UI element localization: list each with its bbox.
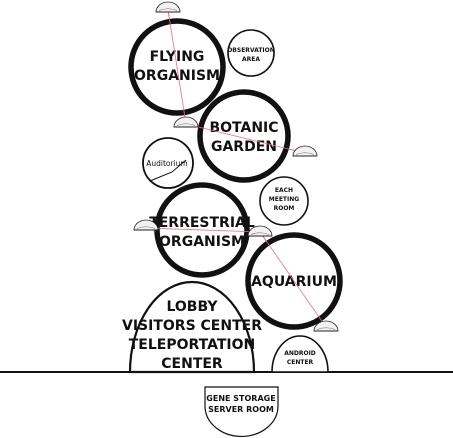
botanic-label-2: GARDEN xyxy=(211,139,277,155)
gene-label-2: SERVER ROOM xyxy=(208,405,274,414)
android-label-1: ANDROID xyxy=(284,350,316,357)
terrestrial-label-2: ORGANISM xyxy=(159,234,245,250)
connector-lines-overlay xyxy=(145,9,327,328)
flying-label-2: ORGANISM xyxy=(134,68,220,84)
aquarium-label: AQUARIUM xyxy=(251,274,337,290)
gene-label-1: GENE STORAGE xyxy=(206,394,275,403)
transport-pod-icon xyxy=(292,145,318,157)
auditorium-label: Auditorium xyxy=(146,159,187,168)
meeting-label-1: EACH xyxy=(275,187,293,194)
gene-storage-room: GENE STORAGE SERVER ROOM xyxy=(204,386,279,437)
transport-pod-icon xyxy=(155,1,181,13)
lobby-label-3: TELEPORTATION xyxy=(129,337,256,353)
meeting-label-2: MEETING xyxy=(269,196,300,203)
observation-label-1: OBSERVATION xyxy=(227,47,275,54)
observation-label-2: AREA xyxy=(242,56,260,63)
meeting-label-3: ROOM xyxy=(274,205,295,212)
lobby-label-1: LOBBY xyxy=(166,299,218,315)
android-center: ANDROID CENTER xyxy=(271,335,329,373)
lobby-dome: LOBBY VISITORS CENTER TELEPORTATION CENT… xyxy=(122,280,262,374)
transport-pod-icon xyxy=(173,116,199,128)
botanic-garden-sphere: BOTANIC GARDEN xyxy=(197,89,291,183)
auditorium-sphere: Auditorium xyxy=(142,137,194,189)
lobby-label-4: CENTER xyxy=(161,356,223,372)
observation-area-sphere: OBSERVATION AREA xyxy=(227,29,275,77)
android-label-2: CENTER xyxy=(287,359,314,366)
terrestrial-label-1: TERRESTRIAL xyxy=(149,215,255,231)
flying-label-1: FLYING xyxy=(150,49,205,65)
botanic-label-1: BOTANIC xyxy=(209,120,278,136)
lobby-label-2: VISITORS CENTER xyxy=(122,318,262,334)
meeting-room-sphere: EACH MEETING ROOM xyxy=(259,176,309,226)
